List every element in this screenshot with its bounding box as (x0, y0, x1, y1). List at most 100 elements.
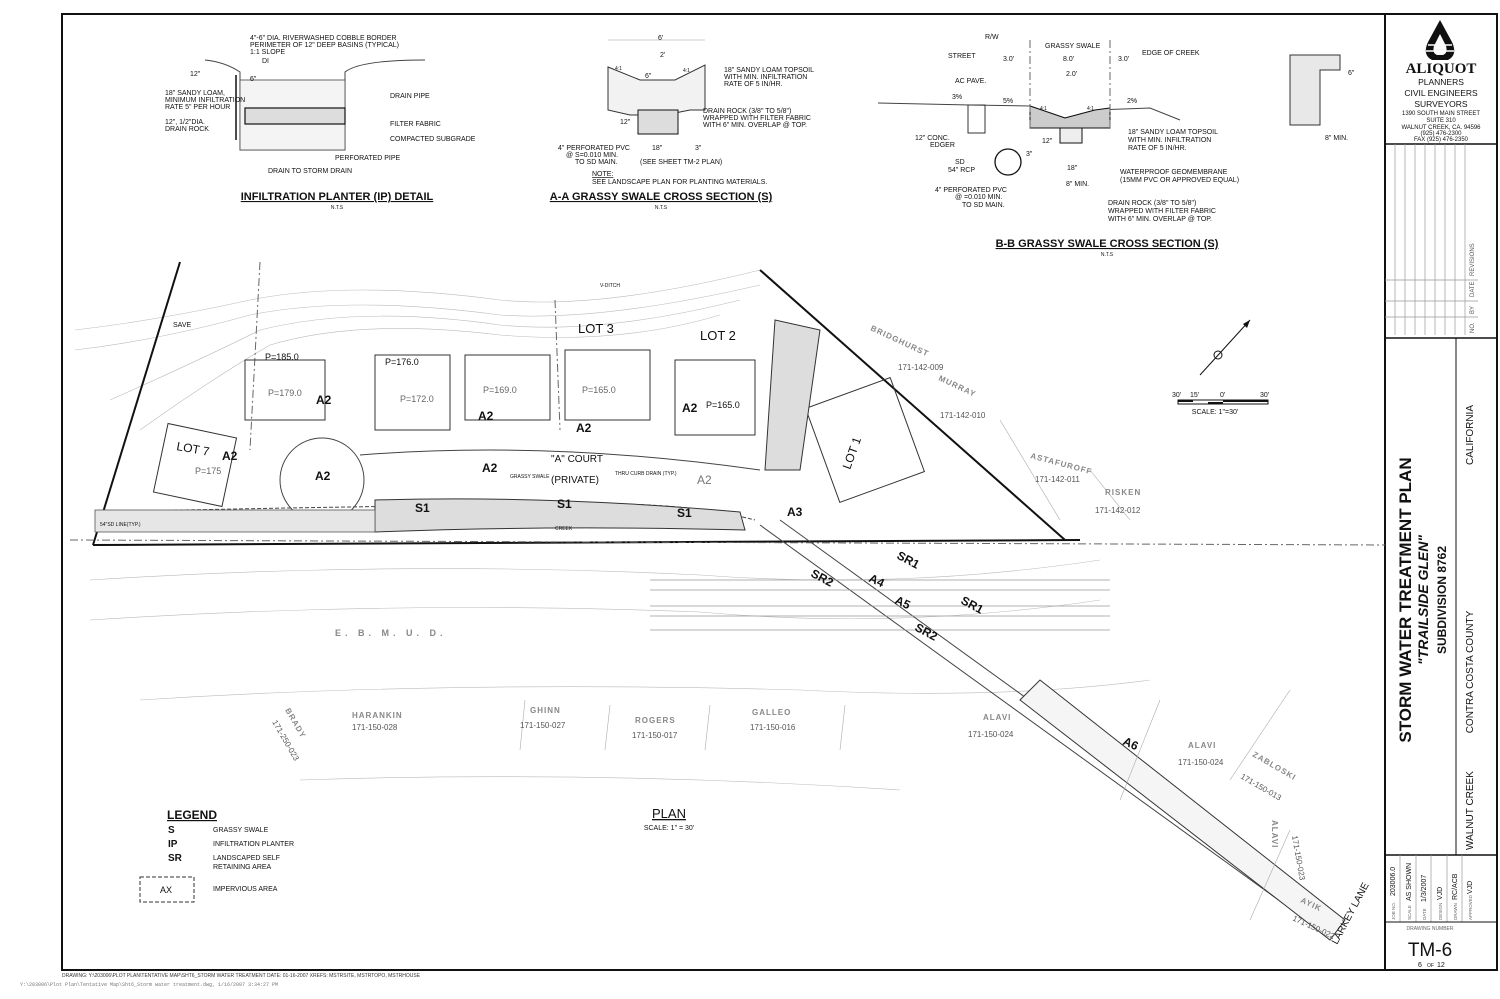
aa-note: DRAIN ROCK (3/8" TO 5/8") (703, 108, 791, 115)
bb-note: 3" (1026, 151, 1033, 158)
legend-label: LANDSCAPED SELF (213, 855, 280, 862)
plan-note: 54"SD LINE(TYP.) (100, 522, 141, 528)
bar-scale-tick: 0' (1220, 392, 1225, 399)
bb-note: WITH MIN. INFILTRATION (1128, 137, 1211, 144)
aa-note: TO SD MAIN. (575, 159, 618, 166)
bb-note: EDGER (930, 142, 955, 149)
parcel-apn: 171-150-024 (1178, 758, 1224, 767)
bb-note: 8" MIN. (1325, 135, 1348, 142)
area-label: A2 (682, 401, 698, 415)
legend-label: GRASSY SWALE (213, 827, 269, 834)
parcel-apn: 171-150-024 (968, 730, 1014, 739)
area-label: A5 (893, 593, 913, 612)
footer-file-path: Y:\203006\Plot Plan\Tentative Map\Sht6_S… (20, 982, 278, 988)
aa-note: 4:1 (615, 66, 622, 72)
aa-note: 4" PERFORATED PVC (558, 145, 630, 152)
plan-note: SAVE (173, 322, 191, 329)
project-name: "TRAILSIDE GLEN" (1415, 535, 1431, 665)
area-label: A2 (697, 473, 712, 487)
ip-note: RATE 5" PER HOUR (165, 104, 230, 111)
area-label: A3 (787, 505, 803, 519)
legend-symbol: SR (168, 853, 183, 864)
aa-note: 18" SANDY LOAM TOPSOIL (724, 67, 814, 74)
ip-note: 12", 1/2"DIA. (165, 119, 205, 126)
area-label: SR1 (895, 548, 922, 571)
parcel-owner: ALAVI (983, 713, 1011, 722)
bb-note: 18" SANDY LOAM TOPSOIL (1128, 129, 1218, 136)
footer-drawing-path: DRAWING: Y:\203006\PLOT PLAN\TENTATIVE M… (62, 973, 421, 979)
parcel-owner: MURRAY (937, 374, 977, 399)
lot-label: LOT 2 (700, 328, 736, 343)
ip-note: MINIMUM INFILTRATION (165, 97, 245, 104)
ip-note: PERIMETER OF 12" DEEP BASINS (TYPICAL) (250, 42, 399, 49)
lot-label: LOT 3 (578, 321, 614, 336)
aa-note: 12" (620, 119, 631, 126)
bb-note: 3% (952, 94, 962, 101)
rev-by-header: BY (1470, 306, 1476, 314)
aa-nts: N.T.S (655, 205, 668, 211)
date-value: 1/3/2007 (1421, 875, 1428, 902)
pad-elevation: P=179.0 (268, 388, 302, 398)
state: CALIFORNIA (1465, 405, 1476, 465)
aa-note: 6" (645, 73, 652, 80)
bb-note: 4:1 (1040, 106, 1047, 112)
bb-section-title: B-B GRASSY SWALE CROSS SECTION (S) (996, 238, 1219, 250)
ip-note: DRAIN ROCK (165, 126, 209, 133)
area-label: A2 (482, 461, 498, 475)
legend-title: LEGEND (167, 808, 217, 822)
bb-note: RATE OF 5 IN/HR. (1128, 145, 1187, 152)
drawing-number-label: DRAWING NUMBER (1406, 926, 1453, 932)
approved-value: VJD (1467, 881, 1474, 894)
ip-detail-title: INFILTRATION PLANTER (IP) DETAIL (241, 191, 434, 203)
info-grid (1399, 855, 1463, 922)
area-label: SR2 (913, 620, 940, 643)
area-label: S1 (677, 506, 692, 520)
aa-note: NOTE: (592, 171, 613, 178)
parcel-apn: 171-150-027 (520, 721, 566, 730)
bar-scale-tick: 30' (1172, 392, 1181, 399)
parcel-apn: 171-150-017 (632, 731, 678, 740)
design-value: VJD (1437, 887, 1444, 900)
firm-fax: FAX (925) 476-2350 (1414, 137, 1469, 143)
aa-note: RATE OF 5 IN/HR. (724, 81, 783, 88)
bb-note: 18" (1067, 165, 1078, 172)
drawn-value: RC/ACB (1452, 873, 1459, 900)
bb-note: 4" PERFORATED PVC (935, 187, 1007, 194)
legend-symbol: AX (160, 885, 172, 895)
bb-note: TO SD MAIN. (962, 202, 1005, 209)
bb-note: WRAPPED WITH FILTER FABRIC (1108, 208, 1216, 215)
area-label: A2 (576, 421, 592, 435)
pad-elevation: P=175 (195, 466, 221, 476)
legend-symbol: S (168, 825, 175, 836)
bb-note: 12" CONC. (915, 135, 950, 142)
bb-note: GRASSY SWALE (1045, 43, 1101, 50)
parcel-apn: 171-150-016 (750, 723, 796, 732)
scale-value: AS SHOWN (1406, 863, 1413, 901)
bb-note: 3.0' (1118, 56, 1129, 63)
parcel-apn: 171-150-028 (352, 723, 398, 732)
ip-note: 12" (190, 71, 201, 78)
bb-note: DRAIN ROCK (3/8" TO 5/8") (1108, 200, 1196, 207)
legend-label: RETAINING AREA (213, 864, 272, 871)
parcel-owner: GALLEO (752, 708, 791, 717)
plan-note: THRU CURB DRAIN (TYP.) (615, 471, 677, 477)
aa-note: 3" (695, 145, 702, 152)
title-block: ALIQUOT PLANNERS CIVIL ENGINEERS SURVEYO… (1385, 20, 1497, 969)
parcel-owner: ROGERS (635, 716, 676, 725)
plan-title: PLAN (652, 806, 686, 821)
area-label: A2 (316, 393, 332, 407)
ip-note: 6" (250, 76, 257, 83)
firm-logo-icon (1425, 20, 1455, 60)
bb-note: 12" (1042, 138, 1053, 145)
bb-note: WITH 6" MIN. OVERLAP @ TOP. (1108, 216, 1212, 223)
bb-note: STREET (948, 53, 976, 60)
north-arrow-icon (1199, 319, 1251, 376)
pad-elevation: P=169.0 (483, 385, 517, 395)
bar-scale: 30' 15' 0' 30' SCALE: 1"=30' (1172, 392, 1269, 416)
aa-section-detail: 6' 2' 6" 4:1 4:1 12" 18" 3" 18" SANDY LO… (550, 35, 814, 211)
area-label: S1 (557, 497, 572, 511)
legend-label: IMPERVIOUS AREA (213, 886, 278, 893)
aa-note: SEE LANDSCAPE PLAN FOR PLANTING MATERIAL… (592, 179, 767, 186)
firm-line3: SURVEYORS (1414, 99, 1468, 109)
lot-label: LOT 7 (175, 439, 210, 459)
